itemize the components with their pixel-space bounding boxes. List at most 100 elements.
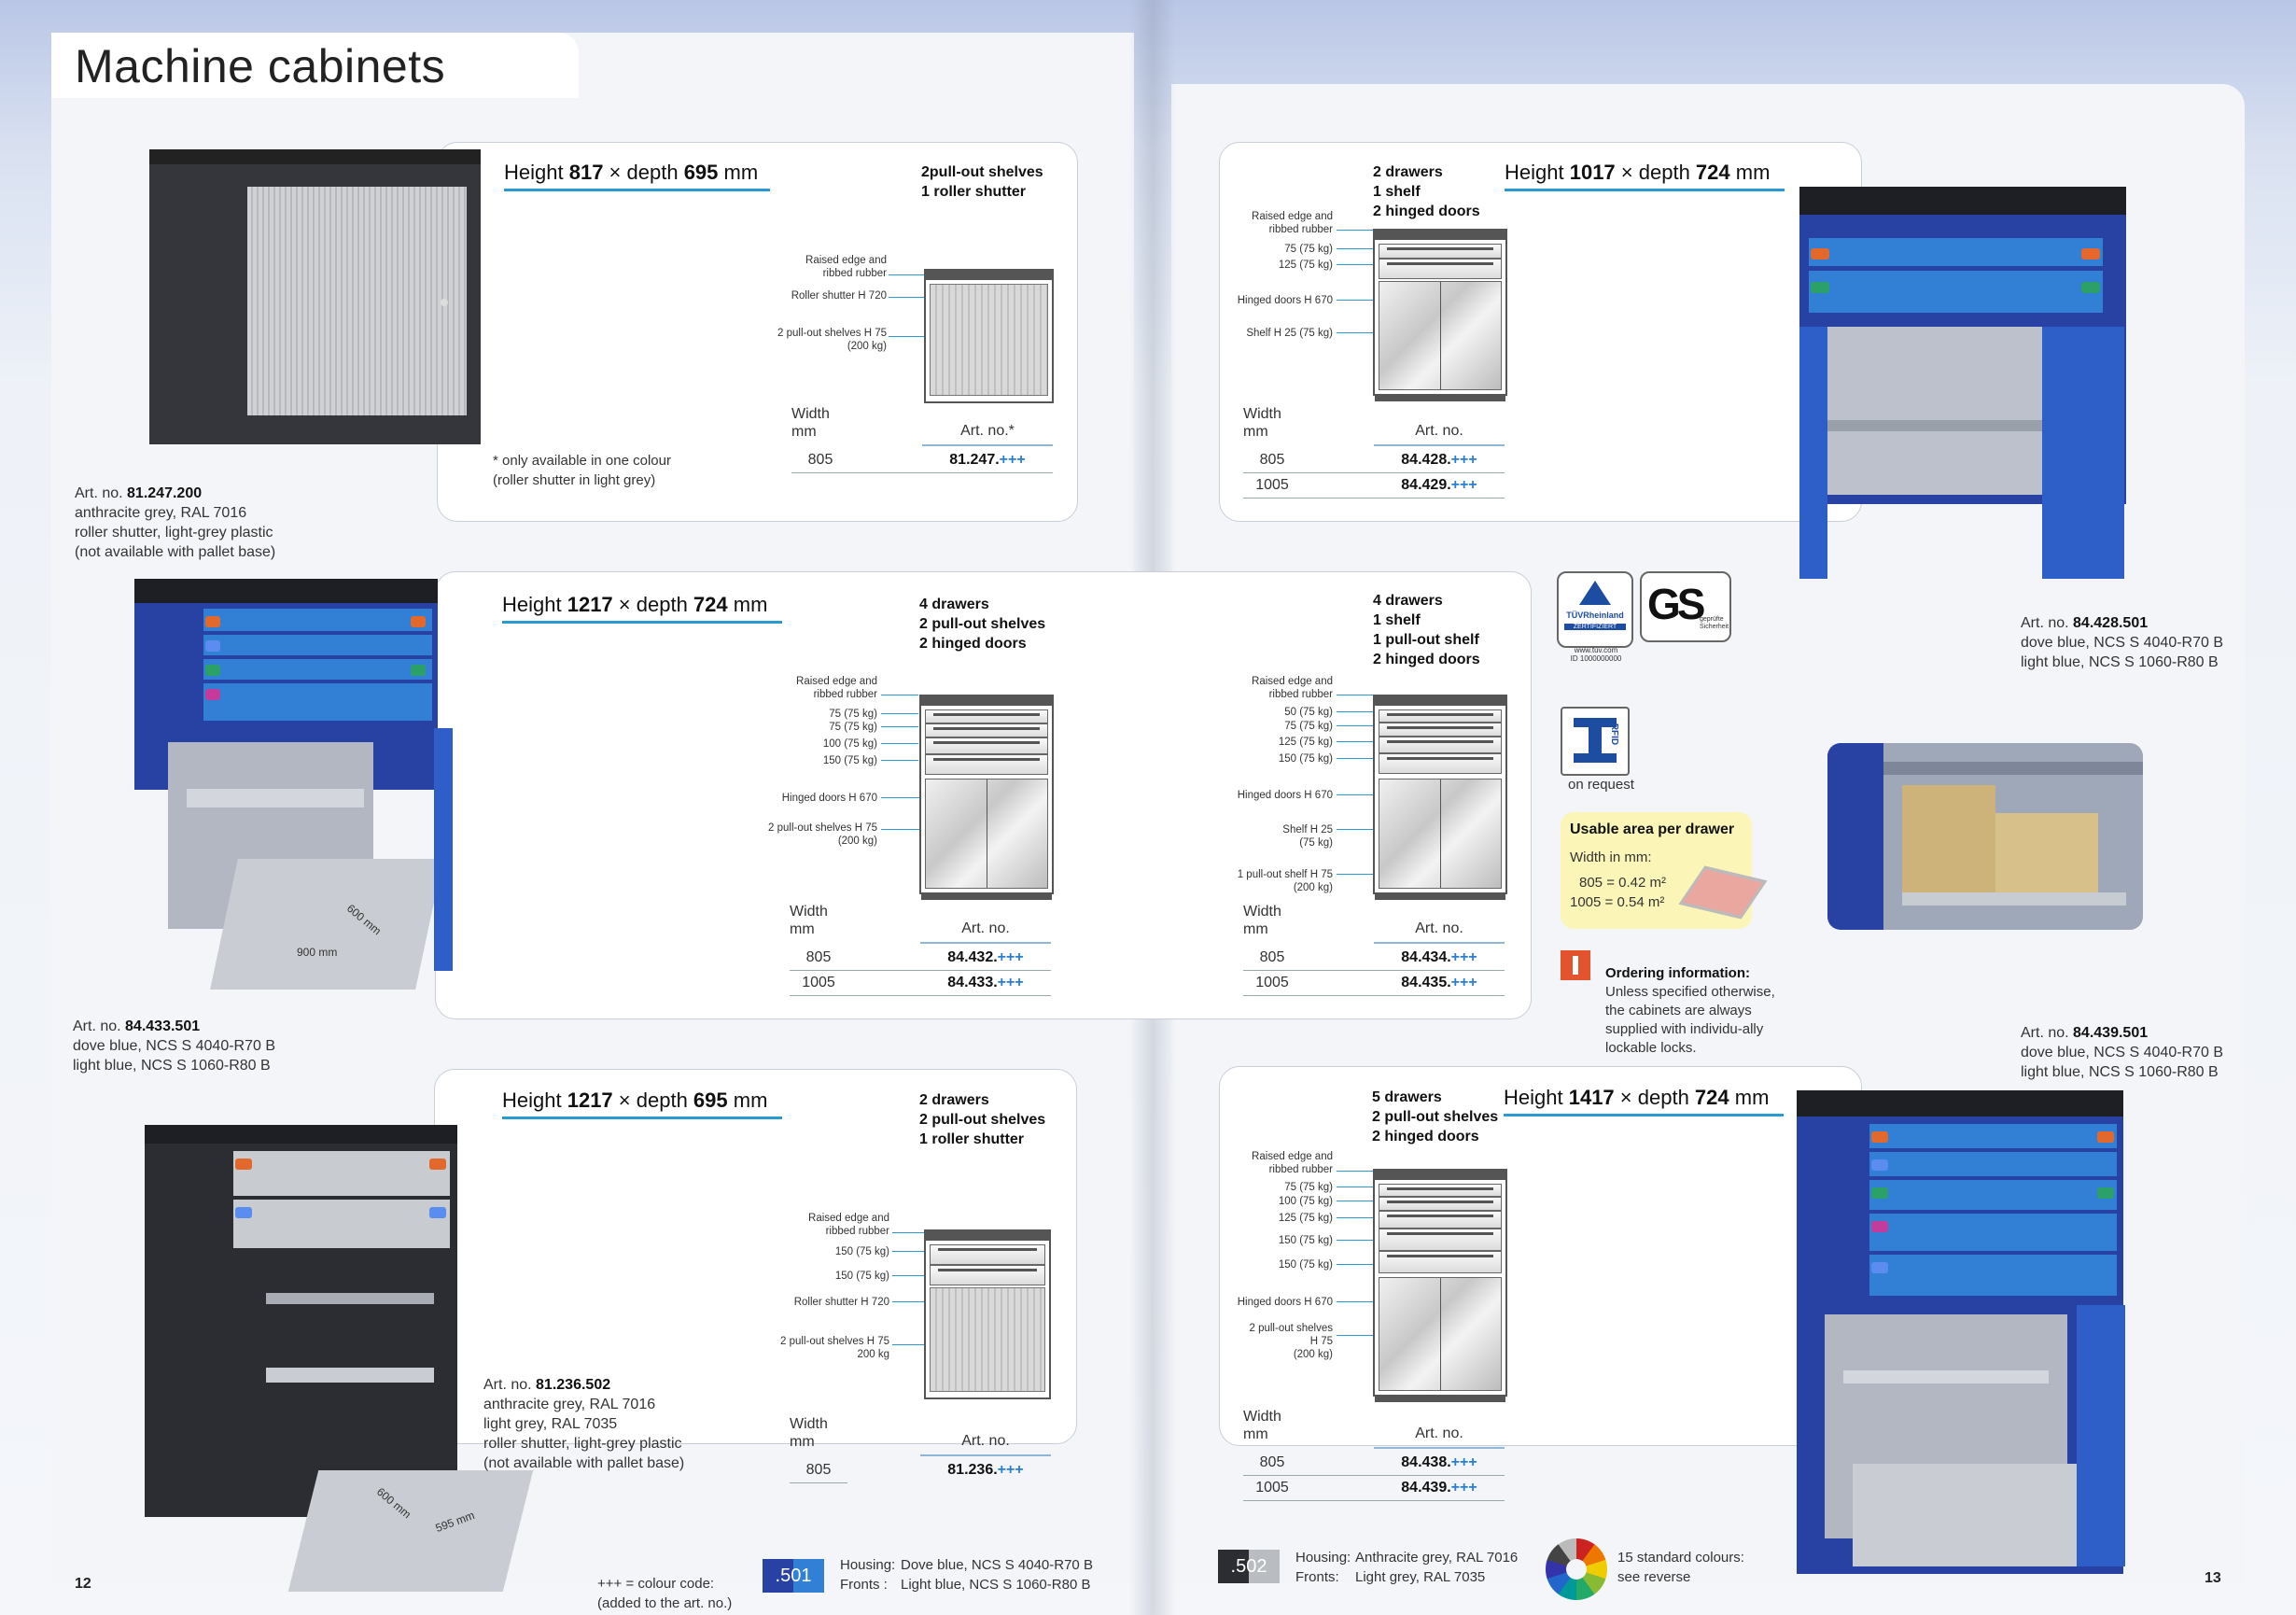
width-header: Width mm <box>1243 406 1281 440</box>
drawing-label: 75 (75 kg) <box>1284 721 1333 732</box>
leader-line <box>881 760 918 761</box>
artno-header: Art. no. <box>961 1433 1010 1449</box>
colour-swatch-502: .502 <box>1218 1550 1280 1583</box>
table-row: 1005 84.435.+++ <box>1255 975 1477 990</box>
cabinet-photo-81236502 <box>145 1125 574 1592</box>
drawing-label: Hinged doors H 670 <box>781 793 877 804</box>
leader-line <box>892 1275 926 1276</box>
feature-list: 2pull-out shelves 1 roller shutter <box>921 164 1043 200</box>
cabinet-photo-84433501 <box>131 579 453 990</box>
usable-area-1005: 1005 = 0.54 m² <box>1570 894 1665 910</box>
article-table: Width mm Art. no. 805 84.438.+++ 1005 84… <box>1243 1408 1505 1501</box>
leader-line <box>1337 1171 1374 1172</box>
leader-line <box>1337 758 1374 759</box>
page-title: Machine cabinets <box>75 40 446 92</box>
warning-icon <box>1561 950 1590 980</box>
standard-colours-note: 15 standard colours: see reverse <box>1617 1550 1744 1585</box>
spec-heading-1217-724: Height 1217 × depth 724 mm <box>502 593 768 616</box>
artno-header: Art. no.* <box>960 423 1015 439</box>
drawing-label: 125 (75 kg) <box>1278 260 1333 271</box>
width-header: Width mm <box>791 406 830 440</box>
drawing-label: Raised edge and ribbed rubber <box>805 255 887 279</box>
drawing-label: Raised edge and ribbed rubber <box>1252 1151 1333 1175</box>
drawing-label: 2 pull-out shelves H 75 (200 kg) <box>1249 1323 1334 1360</box>
cabinet-photo-84428501 <box>1799 187 2126 597</box>
drawing-label: 2 pull-out shelves H 75 (200 kg) <box>768 822 877 847</box>
ordering-information: Ordering information: Unless specified o… <box>1605 965 1775 1056</box>
table-row: 805 84.438.+++ <box>1259 1454 1477 1470</box>
spec-heading-817: Height 817 × depth 695 mm <box>504 161 759 184</box>
drawing-label: 1 pull-out shelf H 75 (200 kg) <box>1237 869 1333 893</box>
heading-underline <box>502 1116 782 1119</box>
spec-box-1417 <box>1219 1066 1862 1446</box>
drawing-label: 150 (75 kg) <box>834 1271 889 1282</box>
tuv-triangle-icon <box>1579 581 1611 605</box>
feature-list: 2 drawers 2 pull-out shelves 1 roller sh… <box>919 1092 1046 1147</box>
article-table: Width mm Art. no.* 805 81.247.+++ <box>791 405 1053 480</box>
leader-line <box>1337 711 1374 712</box>
leader-line <box>881 829 956 830</box>
drawing-label: 75 (75 kg) <box>829 709 877 720</box>
width-header: Width mm <box>790 904 828 937</box>
drawing-label: Roller shutter H 720 <box>793 1297 889 1308</box>
drawing-label: 2 pull-out shelves H 75 200 kg <box>780 1336 889 1360</box>
leader-line <box>881 726 918 727</box>
artno-header: Art. no. <box>1415 1425 1463 1441</box>
leader-line <box>1337 230 1374 231</box>
drawing-label: Shelf H 25 (75 kg) <box>1246 328 1333 339</box>
leader-line <box>892 1251 926 1252</box>
swatch-501-fronts: Light blue, NCS S 1060-R80 B <box>901 1577 1091 1593</box>
cabinet-photo-81247200 <box>149 149 481 457</box>
spec-heading-1217-695: Height 1217 × depth 695 mm <box>502 1088 768 1112</box>
cabinet-photo-84439501 <box>1797 1090 2226 1585</box>
technical-drawing <box>1373 1169 1507 1402</box>
leader-line <box>1337 264 1374 265</box>
table-row: 805 84.428.+++ <box>1259 452 1477 468</box>
leader-line <box>1337 741 1374 742</box>
heading-underline <box>502 621 782 624</box>
technical-drawing <box>1373 229 1507 401</box>
article-table: Width mm Art. no. 805 84.434.+++ 1005 84… <box>1243 903 1505 996</box>
width-header: Width mm <box>1243 1409 1281 1442</box>
drawing-label: 2 pull-out shelves H 75 (200 kg) <box>777 328 887 352</box>
technical-drawing <box>924 269 1054 403</box>
tuv-certification-badge: TÜVRheinland ZERTIFIZIERT <box>1557 571 1633 648</box>
dimension-label: 900 mm <box>297 946 338 959</box>
swatch-501-fronts-label: Fronts : <box>840 1577 888 1593</box>
rfid-on-request: on request <box>1568 777 1634 793</box>
leader-line <box>892 1344 926 1345</box>
leader-line <box>892 1232 926 1233</box>
footnote: * only available in one colour (roller s… <box>493 453 671 488</box>
drawing-label: 125 (75 kg) <box>1278 737 1333 748</box>
table-row: 1005 84.429.+++ <box>1255 477 1477 493</box>
rfid-icon: RFID <box>1561 707 1630 776</box>
swatch-502-housing-label: Housing: <box>1295 1550 1351 1566</box>
feature-list: 5 drawers 2 pull-out shelves 2 hinged do… <box>1372 1089 1499 1145</box>
page-number-right: 13 <box>2205 1570 2221 1586</box>
swatch-502-fronts-label: Fronts: <box>1295 1569 1339 1585</box>
leader-line <box>889 297 926 298</box>
drawing-label: 100 (75 kg) <box>822 738 877 750</box>
title-tab <box>51 33 579 98</box>
table-row: 1005 84.433.+++ <box>802 975 1024 990</box>
leader-line <box>1337 1240 1374 1241</box>
swatch-501-housing-label: Housing: <box>840 1557 896 1573</box>
leader-line <box>881 743 918 744</box>
width-header: Width mm <box>1243 904 1281 937</box>
drawing-label: Hinged doors H 670 <box>1237 790 1333 801</box>
colour-code-note: +++ = colour code: (added to the art. no… <box>597 1576 733 1611</box>
technical-drawing <box>924 1229 1051 1399</box>
leader-line <box>1337 1217 1374 1218</box>
drawing-label: Hinged doors H 670 <box>1237 295 1333 306</box>
drawing-label: Hinged doors H 670 <box>1237 1297 1333 1308</box>
width-header: Width mm <box>790 1416 828 1450</box>
usable-area-width-label: Width in mm: <box>1570 850 1652 865</box>
artno-header: Art. no. <box>961 920 1010 936</box>
spec-heading-1017: Height 1017 × depth 724 mm <box>1505 161 1771 184</box>
drawing-label: 75 (75 kg) <box>1284 244 1333 255</box>
leader-line <box>892 1301 926 1302</box>
usable-area-title: Usable area per drawer <box>1570 822 1735 837</box>
artno-header: Art. no. <box>1415 920 1463 936</box>
